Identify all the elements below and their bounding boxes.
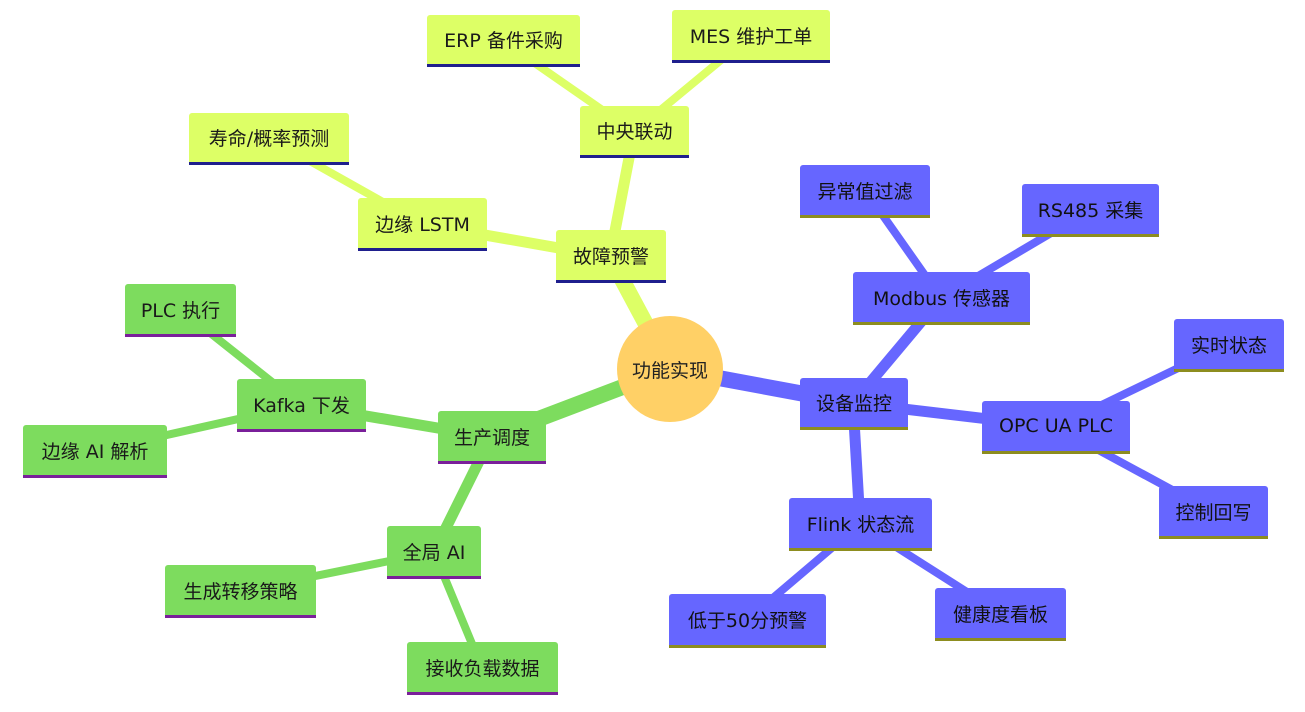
node-outlier-filter[interactable]: 异常值过滤 [800,165,930,218]
node-opc-ua-plc[interactable]: OPC UA PLC [982,401,1130,454]
node-mes-work-order[interactable]: MES 维护工单 [672,10,830,63]
node-central-linkage[interactable]: 中央联动 [580,106,689,158]
node-modbus-sensor[interactable]: Modbus 传感器 [853,272,1030,325]
node-production-scheduling[interactable]: 生产调度 [438,411,546,464]
node-control-writeback[interactable]: 控制回写 [1159,486,1268,539]
node-edge-lstm[interactable]: 边缘 LSTM [358,198,487,251]
node-receive-load-data[interactable]: 接收负载数据 [407,642,558,695]
node-plc-execute[interactable]: PLC 执行 [125,284,236,337]
node-flink-state-stream[interactable]: Flink 状态流 [789,498,932,551]
node-rs485-collect[interactable]: RS485 采集 [1022,184,1159,237]
node-edge-ai-parse[interactable]: 边缘 AI 解析 [23,425,167,478]
node-generate-transfer-strategy[interactable]: 生成转移策略 [165,565,316,618]
node-realtime-status[interactable]: 实时状态 [1174,319,1284,372]
node-device-monitoring[interactable]: 设备监控 [800,378,908,430]
node-kafka-dispatch[interactable]: Kafka 下发 [237,379,366,432]
node-below-50-alert[interactable]: 低于50分预警 [669,594,826,648]
node-erp-parts-purchase[interactable]: ERP 备件采购 [427,15,580,67]
root-node[interactable]: 功能实现 [617,316,723,422]
node-global-ai[interactable]: 全局 AI [387,526,481,579]
node-health-dashboard[interactable]: 健康度看板 [935,588,1066,641]
node-life-probability-predict[interactable]: 寿命/概率预测 [189,113,349,165]
node-fault-warning[interactable]: 故障预警 [556,230,666,283]
